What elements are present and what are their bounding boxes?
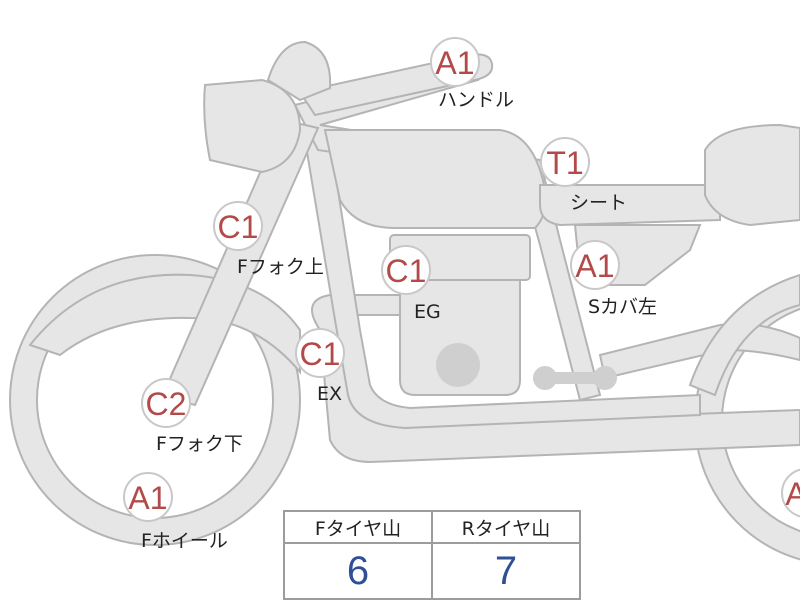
rear-tire-value: 7 (431, 542, 581, 600)
callout-side-cover-left: A1 Sカバ左 (570, 240, 657, 318)
grade-circle (213, 201, 263, 251)
grade-circle (141, 378, 191, 428)
tire-tread-table: Fタイヤ山 Rタイヤ山 6 7 (283, 510, 581, 600)
grade-code: A1 (575, 248, 614, 284)
footpeg (533, 366, 617, 390)
grade-code: A (785, 476, 800, 512)
callout-exhaust: C1 EX (295, 328, 345, 405)
grade-code: C1 (218, 209, 259, 245)
part-label: Fフォク上 (237, 256, 324, 278)
callout-front-fork-upper: C1 Fフォク上 (213, 201, 324, 278)
grade-circle (540, 137, 590, 187)
grade-code: A1 (128, 480, 167, 516)
callout-front-fork-lower: C2 Fフォク下 (141, 378, 243, 455)
grade-circle (123, 472, 173, 522)
grade-code: C1 (300, 336, 341, 372)
grade-code: C2 (146, 386, 187, 422)
part-label: EX (317, 383, 342, 405)
headlight (203, 78, 302, 174)
grade-circle (570, 240, 620, 290)
callout-handle: A1 ハンドル (430, 37, 514, 111)
callout-seat: T1 シート (540, 137, 627, 214)
part-label: Fフォク下 (156, 433, 243, 455)
grade-circle (381, 245, 431, 295)
seat (539, 184, 721, 227)
callout-engine: C1 EG (381, 245, 441, 323)
front-tire-header: Fタイヤ山 (283, 510, 433, 544)
part-label: Fホイール (141, 530, 228, 552)
grade-circle (430, 37, 480, 87)
part-label: EG (414, 301, 441, 323)
grade-code: C1 (386, 253, 427, 289)
callout-rear-partial: A (781, 468, 800, 518)
grade-circle (295, 328, 345, 378)
part-label: Sカバ左 (588, 296, 657, 318)
front-fork (160, 118, 320, 407)
grade-circle (781, 468, 800, 518)
callout-front-wheel: A1 Fホイール (123, 472, 228, 552)
meter (266, 40, 332, 102)
grade-code: A1 (435, 45, 474, 81)
rear-cowl (704, 123, 800, 227)
frame-rail (303, 139, 701, 430)
grade-code: T1 (546, 145, 583, 181)
rear-fender (688, 273, 800, 397)
part-label: シート (570, 192, 627, 214)
part-label: ハンドル (438, 89, 514, 111)
rear-tire-header: Rタイヤ山 (431, 510, 581, 544)
front-tire-value: 6 (283, 542, 433, 600)
